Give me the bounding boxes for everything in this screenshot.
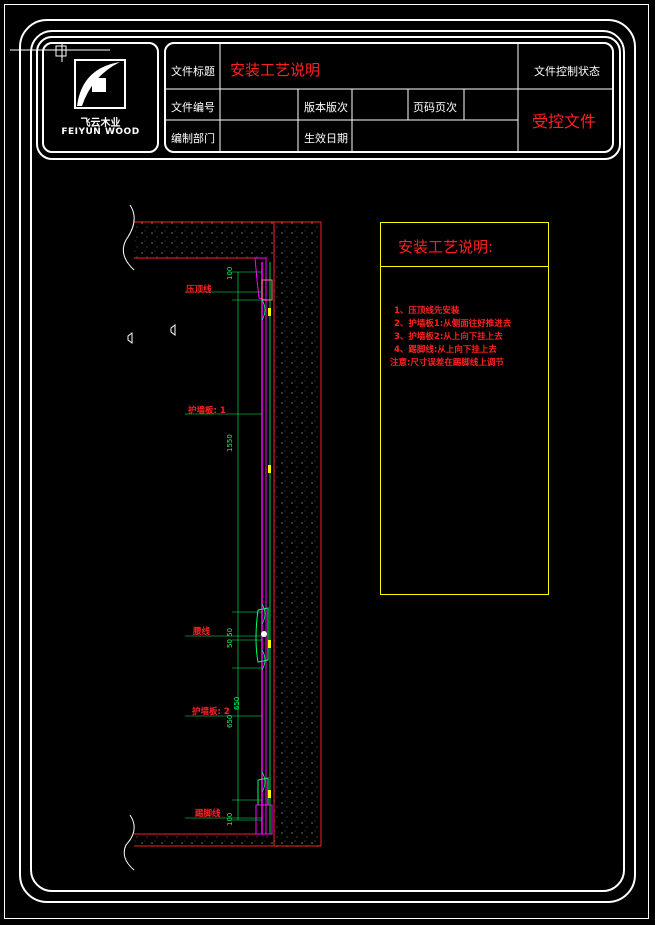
note-line-5: 注意:尺寸误差在踢脚线上调节 [390,358,504,368]
concrete-wall [274,222,321,847]
dimension-panel-2: 650 [226,714,234,728]
dimension-base: 100 [226,812,234,826]
dimension-panel-2b: 650 [233,696,241,710]
dimension-panel-1: 1550 [226,434,234,452]
file-control-status-label: 文件控制状态 [534,65,600,78]
callout-top-molding: 压顶线 [186,285,212,295]
waist-molding-profile [255,607,269,663]
callout-waist-line: 腰线 [193,627,211,637]
callout-baseboard: 踢脚线 [195,809,221,819]
logo-box [42,42,159,153]
effective-date-label: 生效日期 [304,132,348,145]
department-label: 编制部门 [171,132,215,145]
crosshair-icon [10,42,110,62]
note-line-3: 3、护墙板2:从上向下挂上去 [394,332,503,342]
note-line-4: 4、踢脚线:从上向下挂上去 [394,345,497,355]
version-label: 版本版次 [304,101,348,114]
note-line-2: 2、护墙板1:从侧面往好推进去 [394,319,512,329]
title-table-grid [164,42,614,153]
baseboard-profile [255,804,273,835]
page-number-label: 页码页次 [413,101,457,114]
drawing-border-outer [4,4,649,919]
callout-panel-2: 护墙板: 2 [192,707,230,717]
drawing-border-rounded-inner [30,30,625,892]
dimension-waist: 50 50 [226,627,234,648]
installation-notes-header: 安装工艺说明: [380,222,549,267]
file-title-value: 安装工艺说明 [230,61,321,79]
logo-english-name: FEIYUN WOOD [61,127,140,137]
ceiling-slab [134,222,274,258]
installation-notes-box [380,222,549,595]
controlled-document-stamp: 受控文件 [532,112,597,131]
note-line-1: 1、压顶线先安装 [394,306,460,316]
drawing-border-rounded-outer [19,19,636,903]
dimension-top: 100 [226,266,234,280]
callout-panel-1: 护墙板: 1 [188,406,226,416]
file-title-label: 文件标题 [171,65,215,78]
logo-chinese-name: 飞云木业 [80,118,121,129]
installation-notes-title: 安装工艺说明: [398,238,494,256]
title-block [36,36,621,160]
company-logo-icon [74,59,126,109]
file-number-label: 文件编号 [171,101,215,114]
top-molding-profile [254,257,267,301]
title-table [164,42,614,153]
floor-slab [134,834,321,846]
